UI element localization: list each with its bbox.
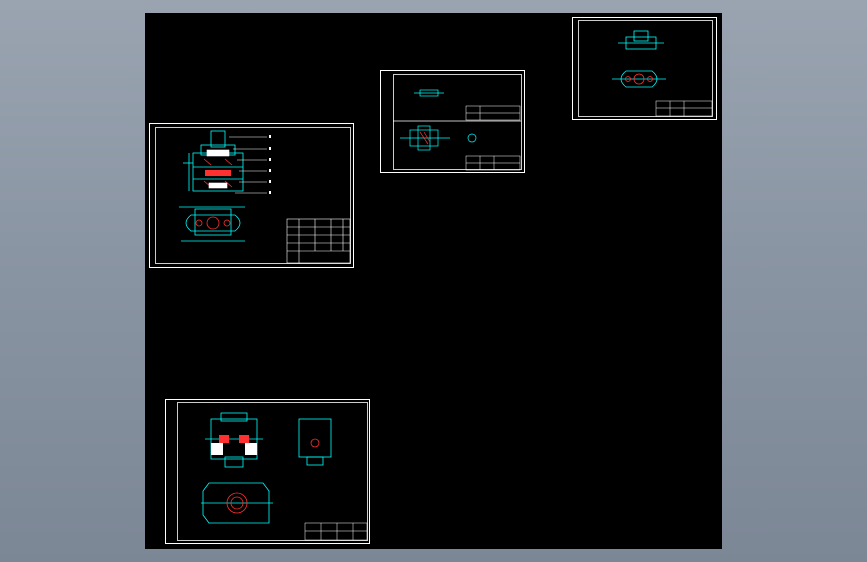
top-right-plan-view <box>612 70 666 88</box>
top-right-title-block <box>655 100 713 117</box>
bottom-side-view <box>298 418 332 466</box>
bottom-title-block <box>304 522 368 541</box>
small-part-title-block-top <box>465 105 521 121</box>
small-part-title-block-bottom <box>465 155 521 171</box>
sheet-part-drawing-top-right[interactable] <box>572 17 718 121</box>
bottom-plan-view <box>201 482 273 524</box>
plan-circles <box>195 216 231 230</box>
sheet-part-drawing-bottom[interactable] <box>165 399 371 545</box>
sheet-part-drawing-small[interactable] <box>380 70 526 174</box>
sheet-assembly-drawing[interactable] <box>149 123 355 269</box>
leader-numbers <box>269 135 271 194</box>
drawing-canvas[interactable] <box>145 13 722 549</box>
leader-lines <box>229 136 267 194</box>
assembly-plan-view <box>179 206 245 242</box>
top-right-front-view <box>618 30 664 50</box>
bottom-section-hatch <box>219 435 249 443</box>
small-part-view-top <box>414 89 444 97</box>
assembly-elevation-view <box>183 130 244 192</box>
small-part-view-bottom <box>400 125 477 151</box>
title-block <box>286 218 351 264</box>
bottom-section-view <box>205 412 263 468</box>
